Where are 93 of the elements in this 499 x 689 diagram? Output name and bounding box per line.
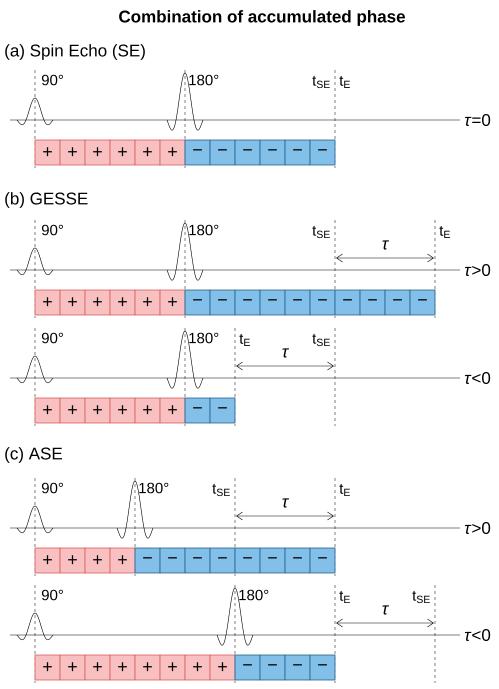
condition-label: τ<0 xyxy=(464,372,490,384)
time-label: t$_{SE}$ xyxy=(312,76,330,88)
phase-cell: − xyxy=(360,290,386,316)
angle-label: 180° xyxy=(189,332,218,344)
time-label: t$_{SE}$ xyxy=(212,484,230,496)
condition-label: τ=0 xyxy=(464,114,490,126)
phase-cell: + xyxy=(60,548,86,574)
phase-cell: − xyxy=(284,290,310,316)
phase-cell: + xyxy=(134,654,160,680)
phase-cell: + xyxy=(84,548,110,574)
phase-cell: + xyxy=(84,140,110,166)
phase-cell: + xyxy=(160,654,186,680)
phase-cell: + xyxy=(60,290,86,316)
phase-cell: + xyxy=(60,140,86,166)
phase-cell: + xyxy=(184,654,210,680)
phase-cell: + xyxy=(110,654,136,680)
phase-cell: − xyxy=(334,290,360,316)
phase-cell: − xyxy=(310,548,336,574)
time-label: t$_{E}$ xyxy=(439,226,450,238)
title: Combination of accumulated phase xyxy=(119,10,405,26)
phase-cell: − xyxy=(210,548,236,574)
time-label: t$_{E}$ xyxy=(339,76,350,88)
phase-cell: − xyxy=(234,290,260,316)
phase-cell: − xyxy=(210,140,236,166)
phase-cell: + xyxy=(134,290,160,316)
phase-cell: − xyxy=(284,140,310,166)
phase-cell: + xyxy=(110,290,136,316)
phase-cell: + xyxy=(160,140,186,166)
phase-cell: + xyxy=(84,398,110,424)
phase-cell: − xyxy=(260,140,286,166)
phase-cell: − xyxy=(184,140,210,166)
angle-label: 180° xyxy=(189,224,218,236)
phase-cell: + xyxy=(110,140,136,166)
phase-cell: + xyxy=(34,140,60,166)
phase-cell: + xyxy=(160,398,186,424)
phase-cell: + xyxy=(134,140,160,166)
phase-cell: − xyxy=(210,398,236,424)
phase-cell: − xyxy=(234,140,260,166)
phase-cell: − xyxy=(134,548,160,574)
phase-cell: − xyxy=(310,654,336,680)
time-label: t$_{SE}$ xyxy=(412,590,430,604)
phase-cell: − xyxy=(234,548,260,574)
phase-cell: − xyxy=(260,548,286,574)
angle-label: 90° xyxy=(42,332,63,344)
angle-label: 180° xyxy=(189,74,218,86)
phase-cell: − xyxy=(234,654,260,680)
phase-cell: − xyxy=(384,290,410,316)
phase-cell: + xyxy=(60,398,86,424)
angle-label: 180° xyxy=(139,482,168,494)
phase-cell: − xyxy=(310,290,336,316)
phase-cell: − xyxy=(260,290,286,316)
phase-cell: + xyxy=(134,398,160,424)
phase-cell: − xyxy=(284,548,310,574)
phase-cell: + xyxy=(34,548,60,574)
condition-label: τ<0 xyxy=(464,628,490,642)
phase-cell: + xyxy=(34,290,60,316)
tau-label: τ xyxy=(282,498,290,508)
angle-label: 180° xyxy=(239,590,268,600)
time-label: t$_{E}$ xyxy=(339,484,350,496)
phase-cell: + xyxy=(34,654,60,680)
phase-cell: + xyxy=(110,398,136,424)
phase-cell: + xyxy=(60,654,86,680)
tau-label: τ xyxy=(282,348,290,358)
phase-cell: − xyxy=(410,290,436,316)
tau-label: τ xyxy=(382,240,390,250)
phase-cell: − xyxy=(184,398,210,424)
tau-label: τ xyxy=(382,605,390,615)
time-label: t$_{E}$ xyxy=(239,334,250,346)
angle-label: 90° xyxy=(42,482,63,494)
phase-cell: + xyxy=(160,290,186,316)
phase-cell: − xyxy=(160,548,186,574)
section-heading: (a) Spin Echo (SE) xyxy=(5,44,145,60)
condition-label: τ>0 xyxy=(464,264,490,276)
phase-cell: − xyxy=(284,654,310,680)
phase-cell: − xyxy=(184,548,210,574)
section-heading: (c) ASE xyxy=(5,447,62,463)
angle-label: 90° xyxy=(42,224,63,236)
angle-label: 90° xyxy=(42,590,63,600)
angle-label: 90° xyxy=(42,74,63,86)
phase-cell: + xyxy=(84,290,110,316)
time-label: t$_{E}$ xyxy=(339,591,350,603)
time-label: t$_{SE}$ xyxy=(312,226,330,238)
phase-cell: − xyxy=(260,654,286,680)
section-heading: (b) GESSE xyxy=(5,192,88,208)
phase-cell: − xyxy=(184,290,210,316)
time-label: t$_{SE}$ xyxy=(312,334,330,346)
phase-cell: − xyxy=(210,290,236,316)
phase-cell: + xyxy=(34,398,60,424)
phase-cell: + xyxy=(84,654,110,680)
phase-cell: − xyxy=(310,140,336,166)
phase-cell: + xyxy=(110,548,136,574)
phase-cell: + xyxy=(210,654,236,680)
condition-label: τ>0 xyxy=(464,522,490,534)
